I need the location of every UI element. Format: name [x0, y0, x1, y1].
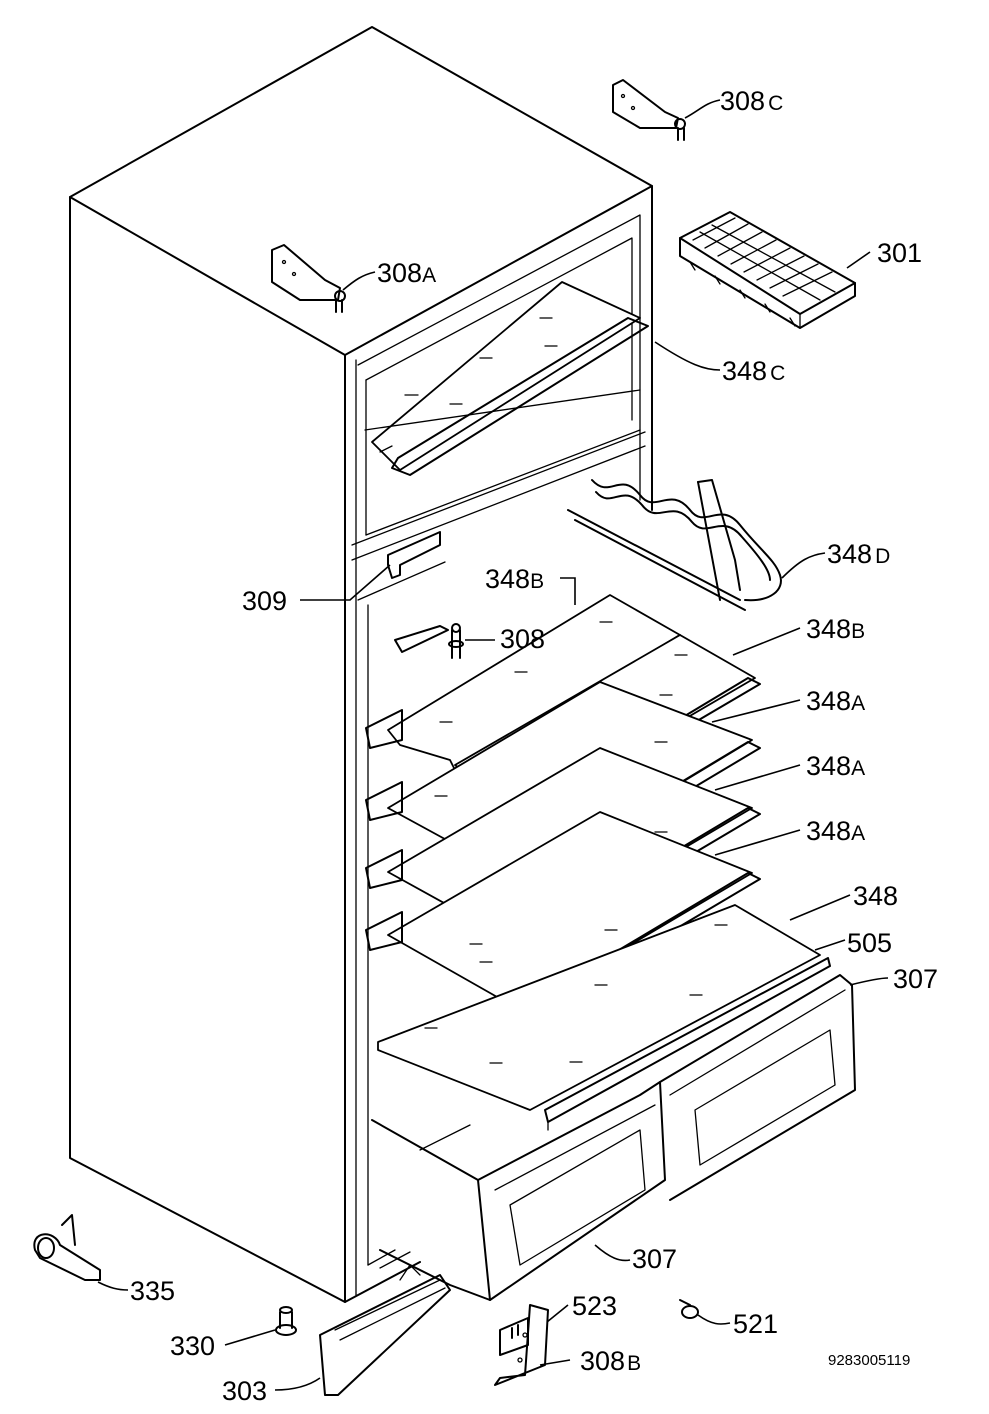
trim-strip-505 — [544, 957, 831, 1131]
cap-521 — [679, 1299, 699, 1319]
freezer-shelf-348c — [364, 281, 649, 476]
hinge-308a — [271, 244, 346, 313]
label-303: 303 — [222, 1376, 267, 1406]
label-308: 308 — [500, 624, 545, 654]
bottle-rack-348d — [567, 479, 782, 611]
hinge-335 — [33, 1214, 101, 1281]
shelf-support-309 — [387, 531, 441, 579]
label-523: 523 — [572, 1291, 617, 1321]
foot-330 — [275, 1306, 297, 1336]
label-348a-1: 348A — [806, 686, 865, 716]
label-348b-top: 348B — [485, 564, 544, 594]
label-307-bottom: 307 — [632, 1244, 677, 1274]
label-348a-2: 348A — [806, 751, 865, 781]
ice-tray-301 — [679, 211, 856, 329]
label-348b: 348B — [806, 614, 865, 644]
label-521: 521 — [733, 1309, 778, 1339]
label-348: 348 — [853, 881, 898, 911]
hinge-308c — [612, 79, 686, 141]
label-301: 301 — [877, 238, 922, 268]
crisper-drawer-left — [371, 1081, 666, 1301]
label-309: 309 — [242, 586, 287, 616]
drawing-code: 9283005119 — [828, 1352, 910, 1369]
hinge-308b — [494, 1304, 549, 1386]
label-505: 505 — [847, 928, 892, 958]
label-308a: 308A — [377, 258, 436, 288]
label-308b: 308B — [580, 1346, 641, 1376]
glass-shelf-348 — [377, 904, 821, 1111]
kick-plate-303 — [319, 1264, 451, 1396]
label-307-right: 307 — [893, 964, 938, 994]
label-348a-3: 348A — [806, 816, 865, 846]
hinge-pin-308 — [394, 623, 464, 659]
label-335: 335 — [130, 1276, 175, 1306]
label-330: 330 — [170, 1331, 215, 1361]
leader-lines — [97, 99, 889, 1391]
